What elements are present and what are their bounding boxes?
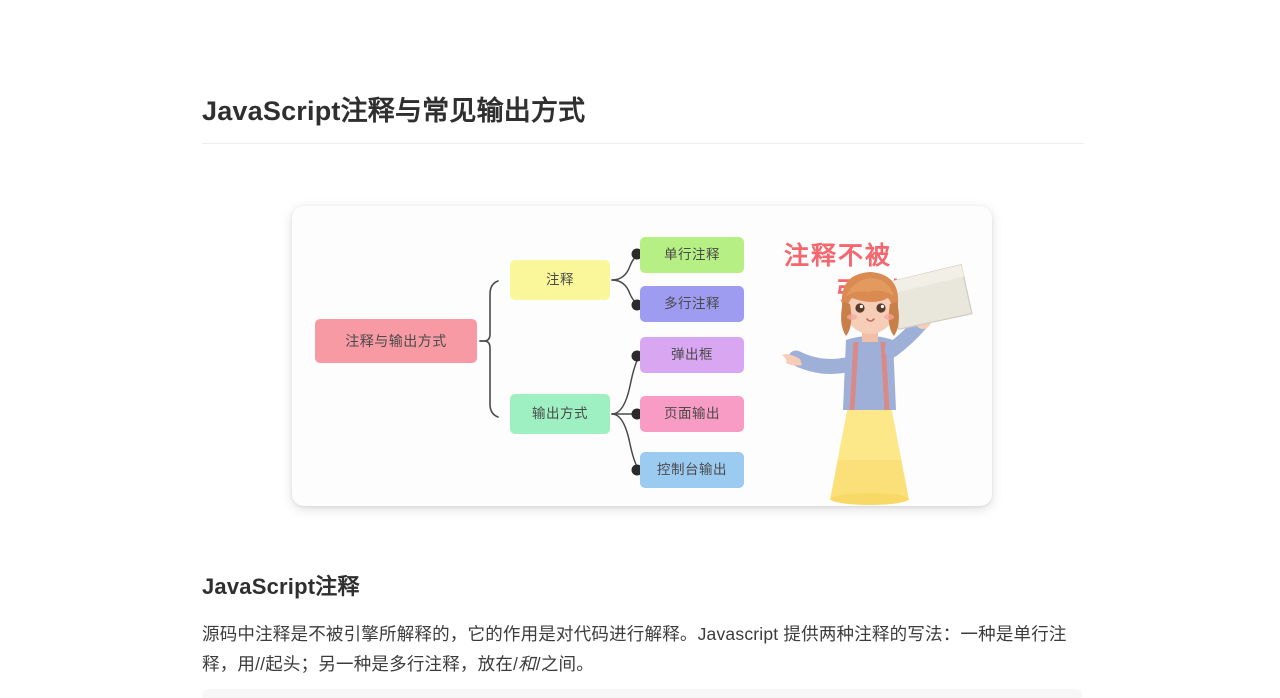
mindmap-node-leaf-alert-box[interactable]: 弹出框 xyxy=(640,337,744,373)
illustration: 注释不被 引擎解释 xyxy=(770,220,985,506)
mindmap-node-branch-output[interactable]: 输出方式 xyxy=(510,394,610,434)
mindmap-node-leaf-single-line-comment[interactable]: 单行注释 xyxy=(640,237,744,273)
mindmap-node-leaf-page-output[interactable]: 页面输出 xyxy=(640,396,744,432)
mindmap-figure-card: 注释与输出方式 注释 输出方式 单行注释 多行注释 弹出框 页面输出 控制台输出… xyxy=(292,206,992,506)
paragraph-emphasis: 和 xyxy=(518,654,536,674)
body-paragraph: 源码中注释是不被引擎所解释的，它的作用是对代码进行解释。Javascript 提… xyxy=(202,619,1082,679)
page-title: JavaScript注释与常见输出方式 xyxy=(202,94,1084,145)
paragraph-text-part1: 源码中注释是不被引擎所解释的，它的作用是对代码进行解释。Javascript 提… xyxy=(202,624,1067,674)
girl-illustration xyxy=(782,263,973,505)
paragraph-text-part2: /之间。 xyxy=(535,654,594,674)
mindmap-node-leaf-multi-line-comment[interactable]: 多行注释 xyxy=(640,286,744,322)
code-block xyxy=(202,689,1082,698)
section-heading-javascript-comments: JavaScript注释 xyxy=(202,574,360,599)
mindmap: 注释与输出方式 注释 输出方式 单行注释 多行注释 弹出框 页面输出 控制台输出… xyxy=(292,206,992,506)
illustration-caption-line1: 注释不被 xyxy=(784,241,892,270)
mindmap-node-branch-comments[interactable]: 注释 xyxy=(510,260,610,300)
mindmap-node-root[interactable]: 注释与输出方式 xyxy=(315,319,477,363)
mindmap-node-leaf-console-output[interactable]: 控制台输出 xyxy=(640,452,744,488)
